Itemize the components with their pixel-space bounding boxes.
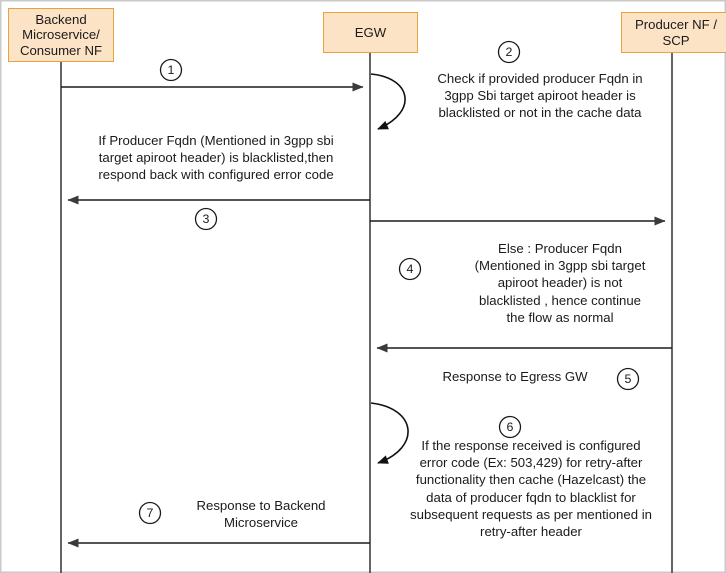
message-selfloop-2 (370, 73, 406, 130)
seq-number-3-text: 3 (202, 211, 210, 226)
actor-box-producer[interactable]: Producer NF / SCP (621, 12, 726, 53)
seq-number-1-text: 1 (167, 62, 175, 77)
seq-circle-3 (194, 207, 218, 231)
seq-circle-2 (497, 40, 521, 64)
seq-circle-6 (498, 415, 522, 439)
seq-circle-5 (616, 367, 640, 391)
seq-number-7: 7 (140, 503, 161, 524)
seq-number-3: 3 (196, 209, 217, 230)
seq-number-5: 5 (618, 369, 639, 390)
actor-box-egw[interactable]: EGW (323, 12, 418, 53)
seq-number-4-text: 4 (406, 261, 414, 276)
seq-circle-7 (138, 501, 162, 525)
actor-label-egw: EGW (354, 24, 387, 40)
message-label-7: Response to Backend Microservice (196, 498, 326, 531)
message-label-6: If the response received is configured e… (410, 438, 652, 540)
seq-number-1: 1 (161, 60, 182, 81)
seq-number-6-text: 6 (506, 419, 514, 434)
actor-box-backend[interactable]: Backend Microservice/ Consumer NF (8, 8, 114, 62)
message-label-2: Check if provided producer Fqdn in 3gpp … (437, 71, 643, 121)
actor-label-producer: Producer NF / SCP (634, 17, 718, 48)
message-label-3: If Producer Fqdn (Mentioned in 3gpp sbi … (98, 133, 334, 183)
seq-number-2-text: 2 (505, 44, 513, 59)
actor-label-backend: Backend Microservice/ Consumer NF (19, 11, 103, 58)
seq-number-4: 4 (400, 259, 421, 280)
seq-number-6: 6 (500, 417, 521, 438)
seq-number-5-text: 5 (624, 371, 632, 386)
seq-circle-4 (398, 257, 422, 281)
seq-circle-1 (159, 58, 183, 82)
message-label-5: Response to Egress GW (442, 369, 588, 384)
message-label-4: Else : Producer Fqdn (Mentioned in 3gpp … (474, 241, 646, 325)
message-selfloop-6 (370, 402, 409, 464)
seq-number-7-text: 7 (146, 505, 154, 520)
seq-number-2: 2 (499, 42, 520, 63)
